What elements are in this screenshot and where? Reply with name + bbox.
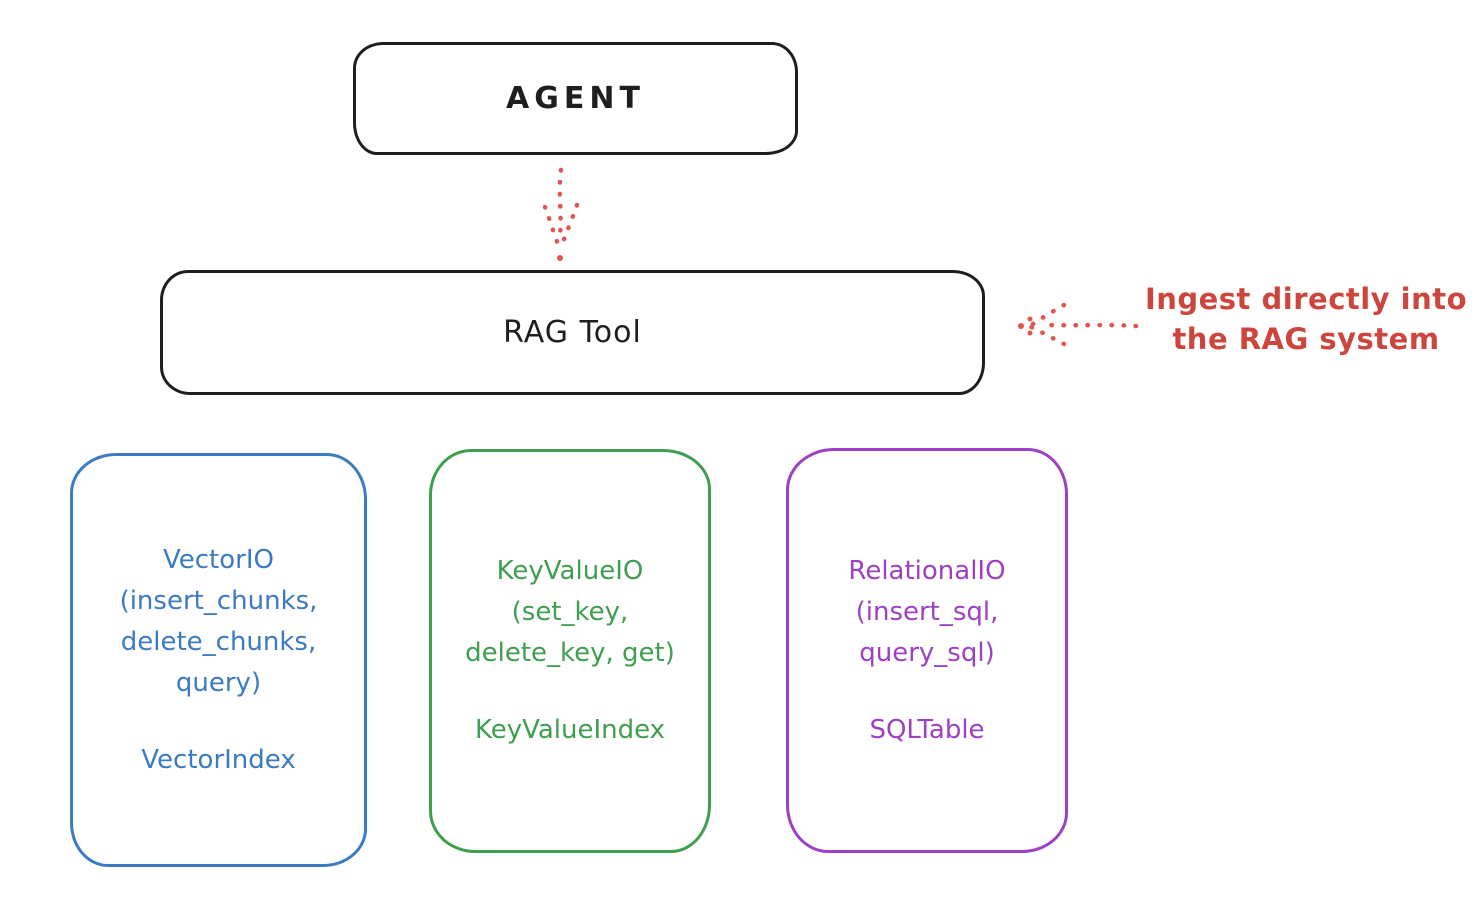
rag-tool-node: RAG Tool <box>160 270 985 395</box>
vector-index-label: VectorIndex <box>141 744 296 775</box>
rag-tool-label: RAG Tool <box>503 315 642 350</box>
relational-io-card: RelationalIO(insert_sql,query_sql) SQLTa… <box>786 448 1068 853</box>
ingest-arrow-icon <box>1018 302 1139 347</box>
relational-io-methods: RelationalIO(insert_sql,query_sql) <box>848 555 1006 668</box>
keyvalue-io-methods: KeyValueIO(set_key,delete_key, get) <box>465 556 675 668</box>
agent-node: AGENT <box>353 42 798 155</box>
agent-label: AGENT <box>506 81 645 116</box>
vector-io-methods: VectorIO(insert_chunks,delete_chunks,que… <box>119 544 318 698</box>
keyvalue-index-label: KeyValueIndex <box>474 715 666 745</box>
keyvalue-io-card: KeyValueIO(set_key,delete_key, get) KeyV… <box>429 449 711 853</box>
sql-table-label: SQLTable <box>869 714 985 745</box>
vector-io-card: VectorIO(insert_chunks,delete_chunks,que… <box>70 453 367 867</box>
agent-to-rag-arrow-icon <box>542 167 580 261</box>
